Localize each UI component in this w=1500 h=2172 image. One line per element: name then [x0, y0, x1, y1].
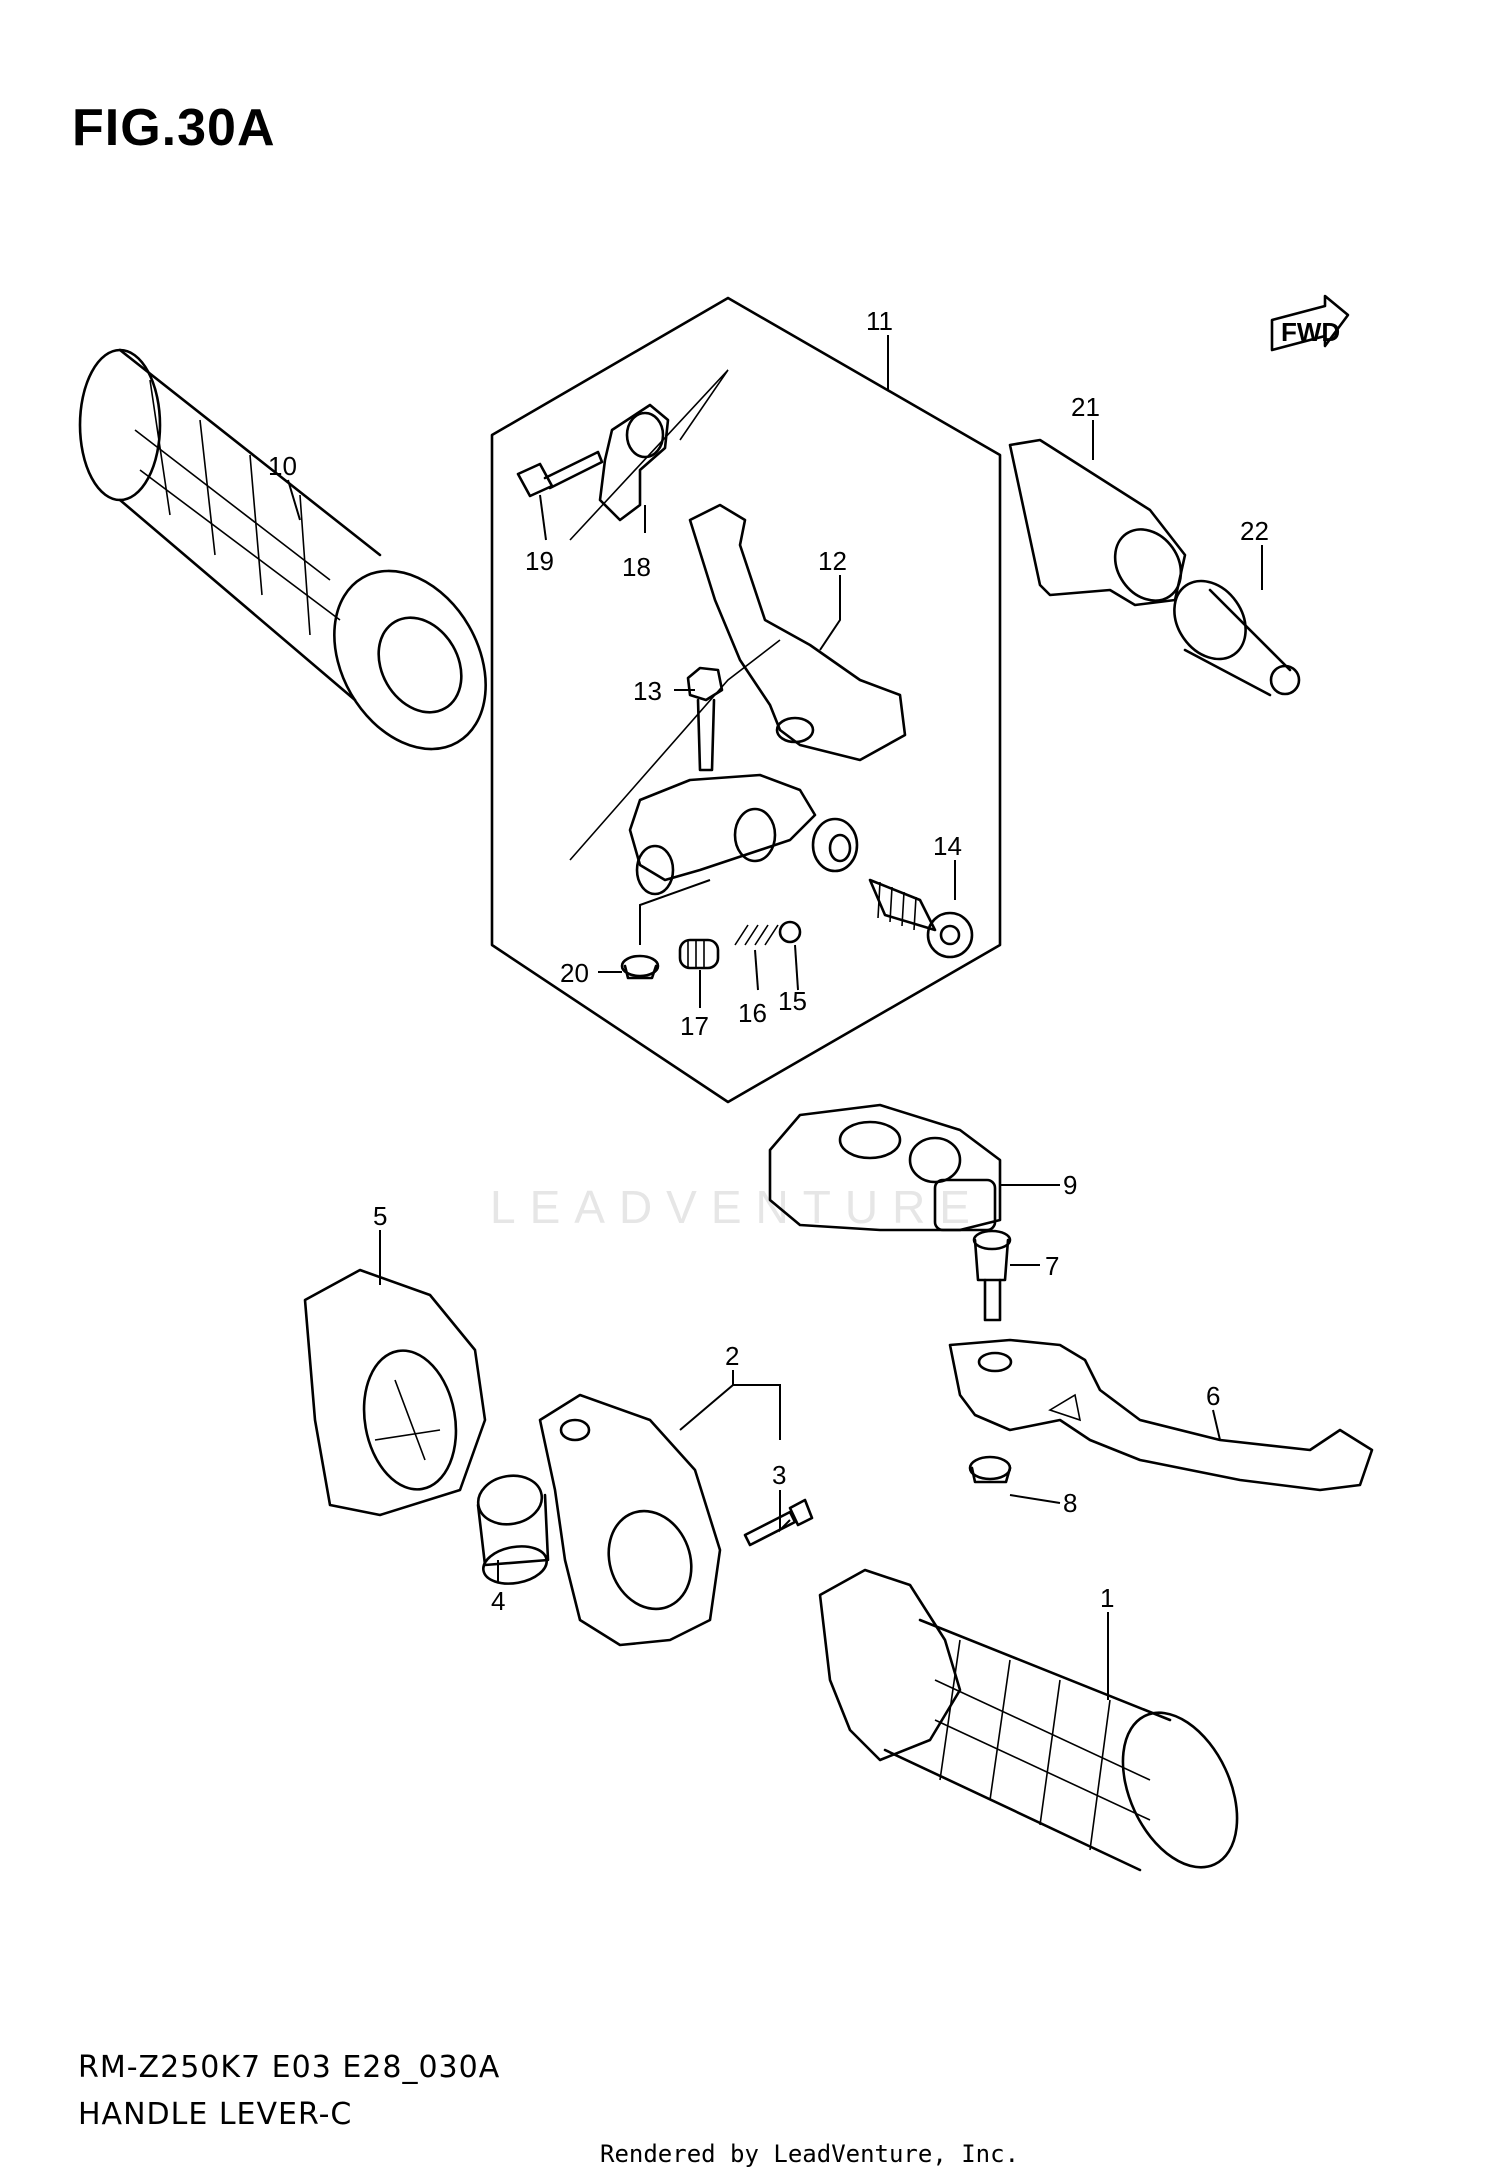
callout-9: 9 [1063, 1170, 1077, 1200]
callout-20: 20 [560, 958, 589, 988]
callout-5: 5 [373, 1201, 387, 1231]
callout-1: 1 [1100, 1583, 1114, 1613]
part-2-housing [538, 1393, 722, 1647]
part-21-cover [1008, 438, 1187, 607]
callout-13: 13 [633, 676, 662, 706]
fwd-badge-label: FWD [1281, 317, 1340, 347]
callout-14: 14 [933, 831, 962, 861]
part-19-bolt [516, 450, 604, 498]
callout-22: 22 [1240, 516, 1269, 546]
assembly-11-perch-body [628, 773, 859, 896]
callout-4: 4 [491, 1586, 505, 1616]
part-5-cover [303, 1268, 487, 1517]
assembly-11-outline [490, 296, 1002, 1104]
figure-title: FIG.30A [72, 99, 276, 157]
part-9-boot [768, 1103, 1002, 1232]
callout-7: 7 [1045, 1251, 1059, 1281]
callout-2: 2 [725, 1341, 739, 1371]
part-8-nut [968, 1455, 1012, 1484]
callout-12: 12 [818, 546, 847, 576]
part-10-left-grip [78, 348, 487, 751]
part-4-collar [476, 1474, 550, 1585]
callout-16: 16 [738, 998, 767, 1028]
fwd-arrow-icon: FWD [1270, 294, 1350, 352]
callout-21: 21 [1071, 392, 1100, 422]
callout-15: 15 [778, 986, 807, 1016]
callout-3: 3 [772, 1460, 786, 1490]
part-7-pivot-bolt [972, 1229, 1012, 1322]
callout-19: 19 [525, 546, 554, 576]
callout-labels: 1 2 3 4 5 6 7 8 9 10 11 12 13 14 15 16 1… [268, 306, 1269, 1616]
callout-10: 10 [268, 451, 297, 481]
part-14-adjuster [868, 878, 974, 959]
part-13-bolt [686, 666, 724, 772]
part-12-lever [688, 503, 907, 762]
callout-18: 18 [622, 552, 651, 582]
leader-lines [287, 335, 1263, 1700]
callout-11: 11 [866, 306, 893, 336]
part-17-plunger [678, 938, 720, 970]
model-code: RM-Z250K7 E03 E28_030A [78, 2050, 501, 2085]
part-6-clutch-lever [948, 1338, 1374, 1492]
section-name: HANDLE LEVER-C [78, 2097, 353, 2132]
part-20-nut [620, 954, 660, 980]
part-1-right-grip [818, 1568, 1239, 1872]
part-3-screw [743, 1498, 814, 1547]
watermark-text: LEADVENTURE [490, 1181, 984, 1233]
part-22-adjuster [1173, 579, 1301, 697]
callout-8: 8 [1063, 1488, 1077, 1518]
callout-17: 17 [680, 1011, 709, 1041]
part-18-clamp [598, 403, 670, 522]
part-16-spring [734, 924, 779, 946]
callout-6: 6 [1206, 1381, 1220, 1411]
part-15-ball [778, 920, 802, 944]
rendered-by-credit: Rendered by LeadVenture, Inc. [600, 2140, 1020, 2168]
